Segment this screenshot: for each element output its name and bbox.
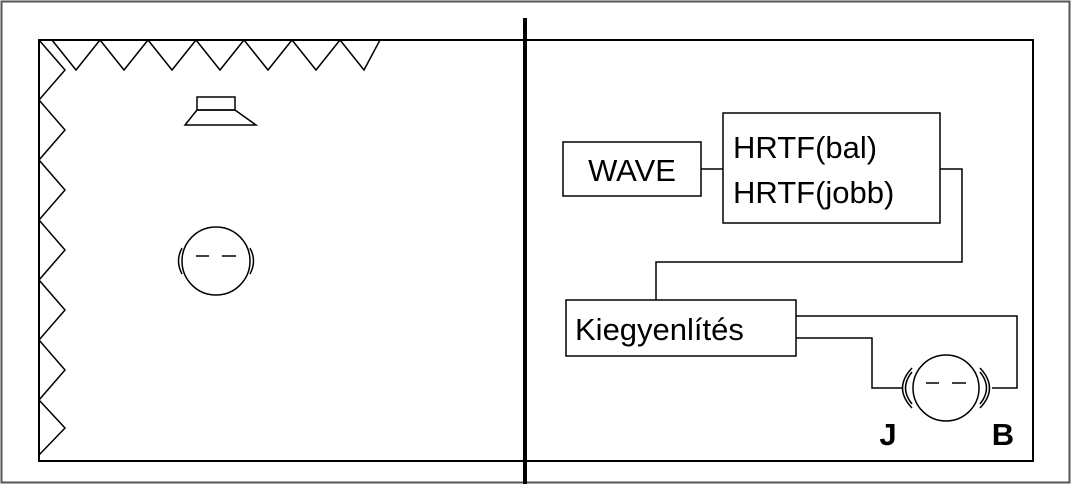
processing-panel: WAVE HRTF(bal) HRTF(jobb) Kiegyenlítés J <box>524 39 1034 462</box>
equalization-block <box>565 299 797 357</box>
left-channel-line <box>796 337 903 389</box>
left-wall-absorber <box>37 39 67 456</box>
loudspeaker-icon <box>183 96 259 126</box>
listener-head-icon <box>177 226 255 296</box>
wave-label: WAVE <box>588 153 676 188</box>
hrtf-block <box>722 112 941 224</box>
equalization-label: Kiegyenlítés <box>575 312 744 347</box>
room-outline <box>38 39 526 462</box>
left-ear-label: J <box>879 417 896 452</box>
right-ear-label: B <box>992 417 1014 452</box>
hrtf-right-label: HRTF(jobb) <box>733 175 894 210</box>
hrtf-to-equalization-connector <box>655 168 963 300</box>
right-channel-line <box>796 315 1018 389</box>
hrtf-left-label: HRTF(bal) <box>733 130 877 165</box>
processing-outline <box>524 39 1034 462</box>
room-panel <box>37 38 526 462</box>
headphone-listener-icon <box>901 354 991 422</box>
top-wall-absorber <box>51 38 381 72</box>
wave-block <box>562 141 702 197</box>
